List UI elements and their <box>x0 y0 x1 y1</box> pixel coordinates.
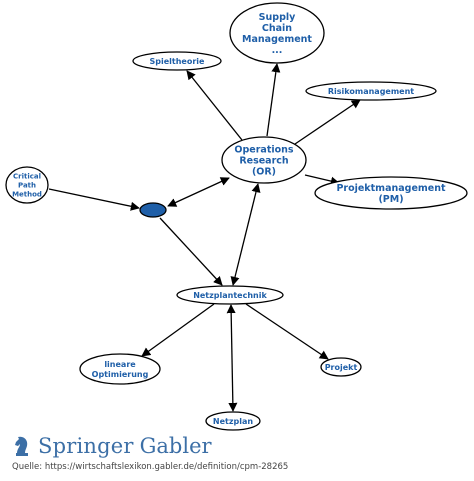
node-cpm-label: CPM <box>144 206 161 214</box>
chess-knight-icon <box>15 436 28 456</box>
node-netzplan-ellipse <box>205 411 261 431</box>
edge-or-to-scm <box>266 63 281 137</box>
edge-or-to-risikomanagement <box>294 99 361 145</box>
node-spieltheorie: Spieltheorie <box>132 51 222 71</box>
node-projektmanagement-ellipse <box>314 176 468 210</box>
node-projekt: Projekt <box>320 357 362 377</box>
node-projektmanagement-label: (PM) <box>378 194 403 205</box>
node-projektmanagement: Projektmanagement(PM) <box>314 176 468 210</box>
node-projektmanagement-label: Projektmanagement <box>336 183 446 194</box>
node-netzplantechnik-label: Netzplantechnik <box>193 291 267 300</box>
node-or-ellipse <box>221 136 307 184</box>
node-cpm-desc-ellipse <box>5 166 49 204</box>
node-netzplantechnik: Netzplantechnik <box>176 285 284 305</box>
node-or-label: (OR) <box>252 166 276 177</box>
brand-gabler: Gabler <box>139 434 212 458</box>
node-scm-label: ... <box>272 45 283 56</box>
edge-cpm-to-netzplantechnik <box>159 217 223 286</box>
node-or-label: Research <box>239 155 289 166</box>
node-lineare-optimierung-ellipse <box>79 353 161 385</box>
brand-springer: Springer <box>38 434 134 458</box>
springer-gabler-logo: Springer Gabler <box>12 434 212 458</box>
edge-or-to-spieltheorie <box>186 70 243 141</box>
edge-cpm-desc-to-cpm <box>48 188 140 211</box>
node-netzplan-label: Netzplan <box>213 417 253 426</box>
node-netzplantechnik-ellipse <box>176 285 284 305</box>
edge-netzplantechnik-to-lineare-optimierung <box>141 303 215 357</box>
node-lineare-optimierung-label: Optimierung <box>92 370 149 379</box>
edge-cpm-to-or <box>167 177 230 207</box>
node-cpm-ellipse <box>139 202 167 218</box>
node-or-label: Operations <box>234 144 294 155</box>
node-scm-label: Management <box>242 34 312 45</box>
edge-netzplantechnik-to-netzplan <box>226 304 238 412</box>
edge-or-to-netzplantechnik <box>230 183 261 286</box>
node-cpm-desc-label: Path <box>18 181 36 189</box>
node-spieltheorie-label: Spieltheorie <box>150 57 206 66</box>
node-lineare-optimierung-label: lineare <box>104 360 136 369</box>
node-scm-label: Supply <box>259 12 296 23</box>
node-scm-ellipse <box>229 2 325 64</box>
node-scm-label: Chain <box>262 23 292 34</box>
edge-netzplantechnik-to-projekt <box>245 303 329 360</box>
node-projekt-ellipse <box>320 357 362 377</box>
node-scm: SupplyChainManagement... <box>229 2 325 64</box>
node-netzplan: Netzplan <box>205 411 261 431</box>
node-risikomanagement: Risikomanagement <box>305 81 437 101</box>
edge-or-to-projektmanagement <box>304 174 340 186</box>
source-citation: Quelle: https://wirtschaftslexikon.gable… <box>12 462 289 472</box>
node-cpm-desc-label: Critical <box>13 172 41 180</box>
node-projekt-label: Projekt <box>325 363 358 372</box>
node-risikomanagement-ellipse <box>305 81 437 101</box>
node-cpm-desc-label: Method <box>12 190 42 198</box>
node-cpm: CPM <box>139 202 167 218</box>
node-risikomanagement-label: Risikomanagement <box>328 87 414 96</box>
node-spieltheorie-ellipse <box>132 51 222 71</box>
